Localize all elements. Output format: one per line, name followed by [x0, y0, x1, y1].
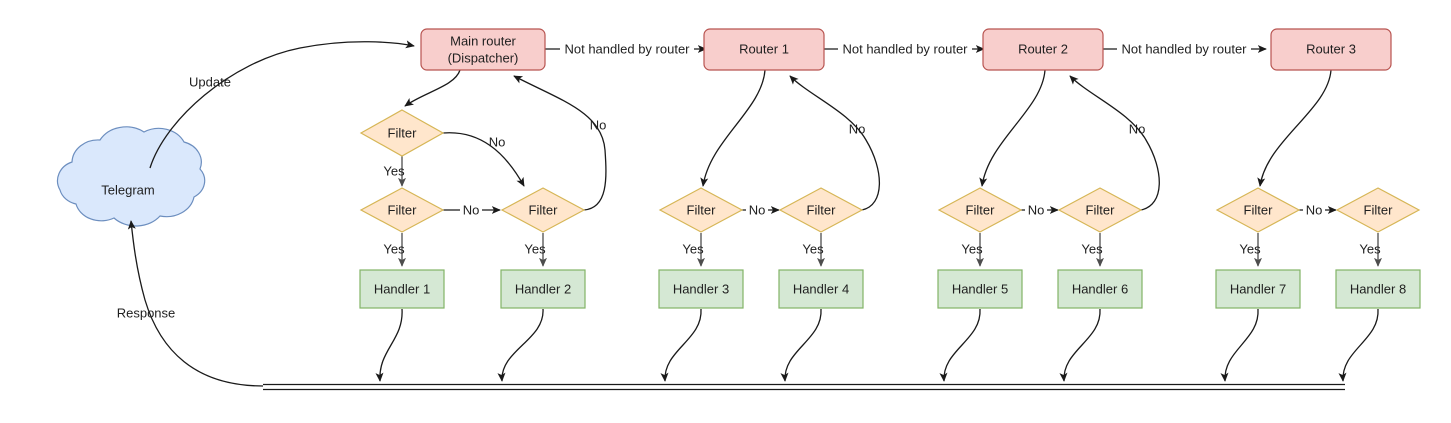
- label-bg-no-f5: [1025, 202, 1047, 218]
- handler-3-label: Handler 3: [673, 281, 729, 296]
- node-router-3[interactable]: Router 3: [1270, 28, 1392, 71]
- label-bg-no-f3: [746, 202, 768, 218]
- edge-label-no-r3-a: No: [1306, 202, 1323, 217]
- label-bg-2: [838, 41, 972, 58]
- edge-update: [149, 40, 415, 169]
- node-handler-3[interactable]: Handler 3: [658, 269, 744, 309]
- filter-7-label: Filter: [1244, 202, 1274, 217]
- edge-main-to-filter-top: [404, 69, 461, 107]
- router-1-label: Router 1: [739, 41, 789, 56]
- edge-h7-to-bus: [1220, 308, 1259, 382]
- node-filter-6[interactable]: Filter: [1057, 187, 1143, 233]
- edge-label-yes-h8: Yes: [1359, 241, 1381, 256]
- handler-5-label: Handler 5: [952, 281, 1008, 296]
- node-filter-main-top[interactable]: Filter: [359, 109, 445, 157]
- filter-4-label: Filter: [807, 202, 837, 217]
- edge-label-yes-h6: Yes: [1081, 241, 1103, 256]
- node-main-router[interactable]: Main router (Dispatcher): [420, 28, 546, 71]
- response-bus: [263, 383, 1345, 391]
- edge-label-no-r2-b: No: [1028, 202, 1045, 217]
- edge-filtertop-no: [442, 132, 525, 187]
- edge-h2-to-bus: [497, 308, 544, 382]
- edge-label-not-handled-3: Not handled by router: [1121, 41, 1247, 56]
- filter-1-label: Filter: [388, 202, 418, 217]
- node-handler-7[interactable]: Handler 7: [1215, 269, 1301, 309]
- edge-label-yes-h2: Yes: [524, 241, 546, 256]
- edge-h3-to-bus: [660, 308, 702, 382]
- edge-label-response: Response: [117, 305, 176, 320]
- edge-response: [127, 220, 264, 387]
- edge-label-no-main-b: No: [463, 202, 480, 217]
- edge-label-yes-h4: Yes: [802, 241, 824, 256]
- node-router-1[interactable]: Router 1: [703, 28, 825, 71]
- label-bg-no-f7: [1303, 202, 1325, 218]
- node-filter-2[interactable]: Filter: [500, 187, 586, 233]
- node-filter-4[interactable]: Filter: [778, 187, 864, 233]
- filter-3-label: Filter: [687, 202, 717, 217]
- edge-label-no-r1-a: No: [849, 121, 866, 136]
- edge-router1-to-f3: [700, 69, 766, 187]
- telegram-cloud-label: Telegram: [101, 182, 154, 197]
- handler-2-label: Handler 2: [515, 281, 571, 296]
- edge-h1-to-bus: [375, 308, 403, 382]
- node-handler-5[interactable]: Handler 5: [937, 269, 1023, 309]
- edge-label-not-handled-2: Not handled by router: [842, 41, 968, 56]
- node-router-2[interactable]: Router 2: [982, 28, 1104, 71]
- edge-h4-to-bus: [780, 308, 822, 382]
- edge-h5-to-bus: [939, 308, 981, 382]
- edge-f4-no-router1: [789, 75, 881, 211]
- edge-label-no-main-c: No: [590, 117, 607, 132]
- edge-router2-to-f5: [979, 69, 1046, 187]
- handler-6-label: Handler 6: [1072, 281, 1128, 296]
- node-handler-8[interactable]: Handler 8: [1335, 269, 1421, 309]
- label-bg-3: [1117, 41, 1251, 58]
- node-handler-4[interactable]: Handler 4: [778, 269, 864, 309]
- node-handler-1[interactable]: Handler 1: [359, 269, 445, 309]
- label-bg-1: [560, 41, 694, 58]
- edge-f2-no-main: [513, 75, 607, 211]
- node-filter-5[interactable]: Filter: [937, 187, 1023, 233]
- node-filter-8[interactable]: Filter: [1335, 187, 1421, 233]
- edge-label-yes-h3: Yes: [682, 241, 704, 256]
- handler-4-label: Handler 4: [793, 281, 849, 296]
- edge-label-not-handled-1: Not handled by router: [564, 41, 690, 56]
- edge-label-no-main-a: No: [489, 134, 506, 149]
- handler-1-label: Handler 1: [374, 281, 430, 296]
- edge-label-yes-main-top: Yes: [383, 163, 405, 178]
- main-router-label-line1: Main router: [450, 33, 516, 48]
- label-bg-no-f1: [460, 202, 482, 218]
- node-filter-3[interactable]: Filter: [658, 187, 744, 233]
- edge-label-yes-h7: Yes: [1239, 241, 1261, 256]
- filter-5-label: Filter: [966, 202, 996, 217]
- telegram-cloud: Telegram: [56, 126, 206, 227]
- filter-8-label: Filter: [1364, 202, 1394, 217]
- node-handler-2[interactable]: Handler 2: [500, 269, 586, 309]
- handler-8-label: Handler 8: [1350, 281, 1406, 296]
- edge-label-no-r1-b: No: [749, 202, 766, 217]
- handler-7-label: Handler 7: [1230, 281, 1286, 296]
- edge-h8-to-bus: [1338, 308, 1379, 382]
- filter-main-top-label: Filter: [388, 125, 418, 140]
- edge-f6-no-router2: [1069, 75, 1160, 211]
- filter-6-label: Filter: [1086, 202, 1116, 217]
- edge-label-update: Update: [189, 74, 231, 89]
- edge-label-yes-h1: Yes: [383, 241, 405, 256]
- edge-router3-to-f7: [1257, 69, 1332, 187]
- filter-2-label: Filter: [529, 202, 559, 217]
- router-2-label: Router 2: [1018, 41, 1068, 56]
- node-filter-1[interactable]: Filter: [359, 187, 445, 233]
- edge-h6-to-bus: [1059, 308, 1101, 382]
- edge-label-yes-h5: Yes: [961, 241, 983, 256]
- edge-label-no-r2-a: No: [1129, 121, 1146, 136]
- router-3-label: Router 3: [1306, 41, 1356, 56]
- node-filter-7[interactable]: Filter: [1215, 187, 1301, 233]
- node-handler-6[interactable]: Handler 6: [1057, 269, 1143, 309]
- main-router-label-line2: (Dispatcher): [448, 50, 519, 65]
